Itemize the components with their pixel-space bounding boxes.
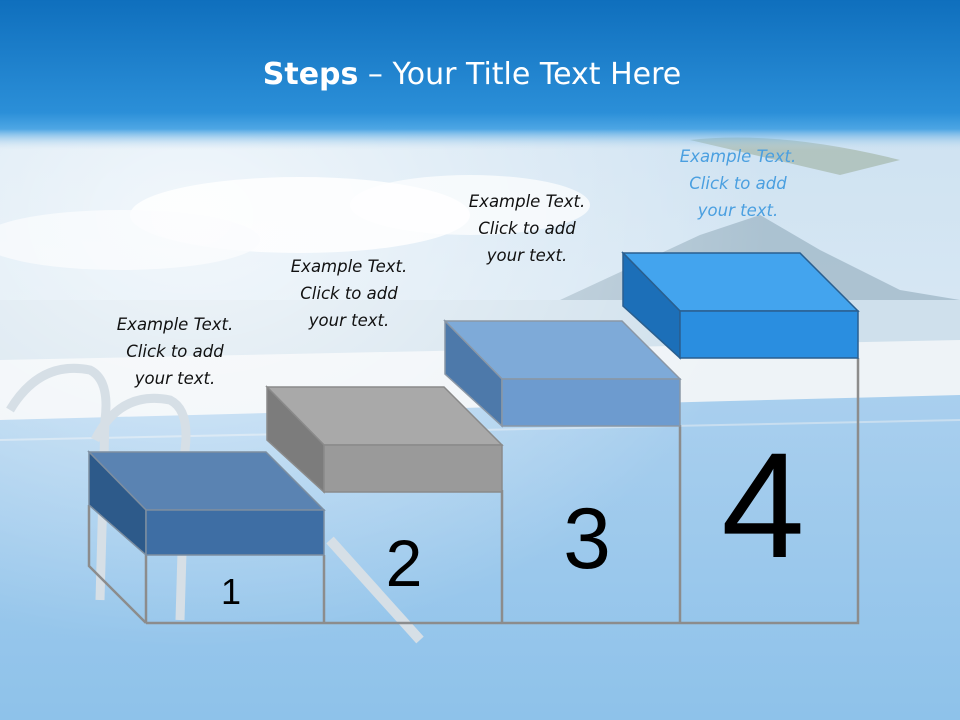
caption-line: Click to add	[689, 174, 787, 193]
caption-line: Example Text.	[116, 315, 234, 334]
step-2-caption[interactable]: Example Text. Click to add your text.	[249, 253, 449, 334]
caption-line: Click to add	[300, 284, 398, 303]
step-3-caption[interactable]: Example Text. Click to add your text.	[427, 188, 627, 269]
caption-line: Example Text.	[468, 192, 586, 211]
caption-line: your text.	[308, 311, 390, 330]
slide-title[interactable]: Steps – Your Title Text Here	[0, 57, 944, 92]
step-1-caption[interactable]: Example Text. Click to add your text.	[75, 311, 275, 392]
step-4-block[interactable]	[621, 251, 860, 360]
slide-title-rest: – Your Title Text Here	[358, 57, 682, 92]
caption-line: your text.	[134, 369, 216, 388]
step-3-block[interactable]	[443, 319, 682, 428]
slide-title-bold: Steps	[262, 57, 359, 92]
caption-line: Click to add	[478, 219, 576, 238]
step-3-number: 3	[563, 491, 611, 587]
title-bar	[0, 0, 960, 150]
step-1-block[interactable]	[87, 450, 326, 557]
steps-outline	[87, 358, 860, 625]
caption-line: Example Text.	[290, 257, 408, 276]
step-4-caption[interactable]: Example Text. Click to add your text.	[638, 143, 838, 224]
step-1-number: 1	[221, 571, 241, 612]
step-4-number: 4	[721, 421, 804, 589]
step-2-block[interactable]	[265, 385, 504, 494]
caption-line: Click to add	[126, 342, 224, 361]
step-2-number: 2	[386, 526, 423, 600]
caption-line: Example Text.	[679, 147, 797, 166]
caption-line: your text.	[486, 246, 568, 265]
caption-line: your text.	[697, 201, 779, 220]
